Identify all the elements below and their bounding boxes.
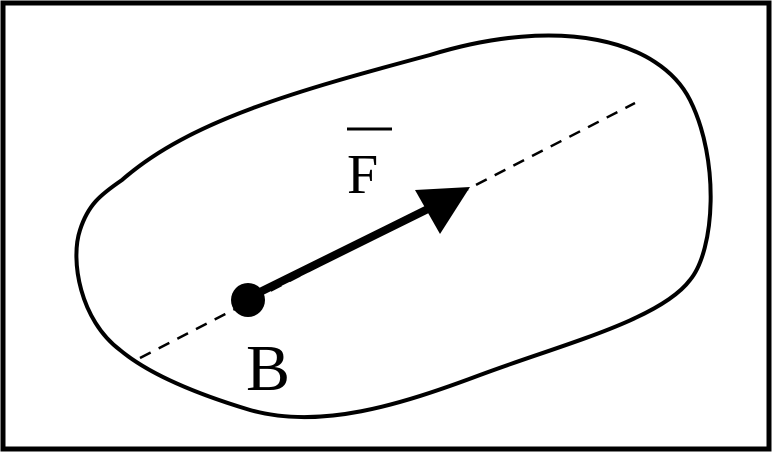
rigid-body-outline xyxy=(74,33,713,420)
force-arrowhead xyxy=(415,187,470,234)
force-vector-shaft xyxy=(256,199,442,297)
point-label: B xyxy=(246,332,290,405)
force-label: F xyxy=(347,144,378,206)
application-point-b xyxy=(231,283,265,317)
